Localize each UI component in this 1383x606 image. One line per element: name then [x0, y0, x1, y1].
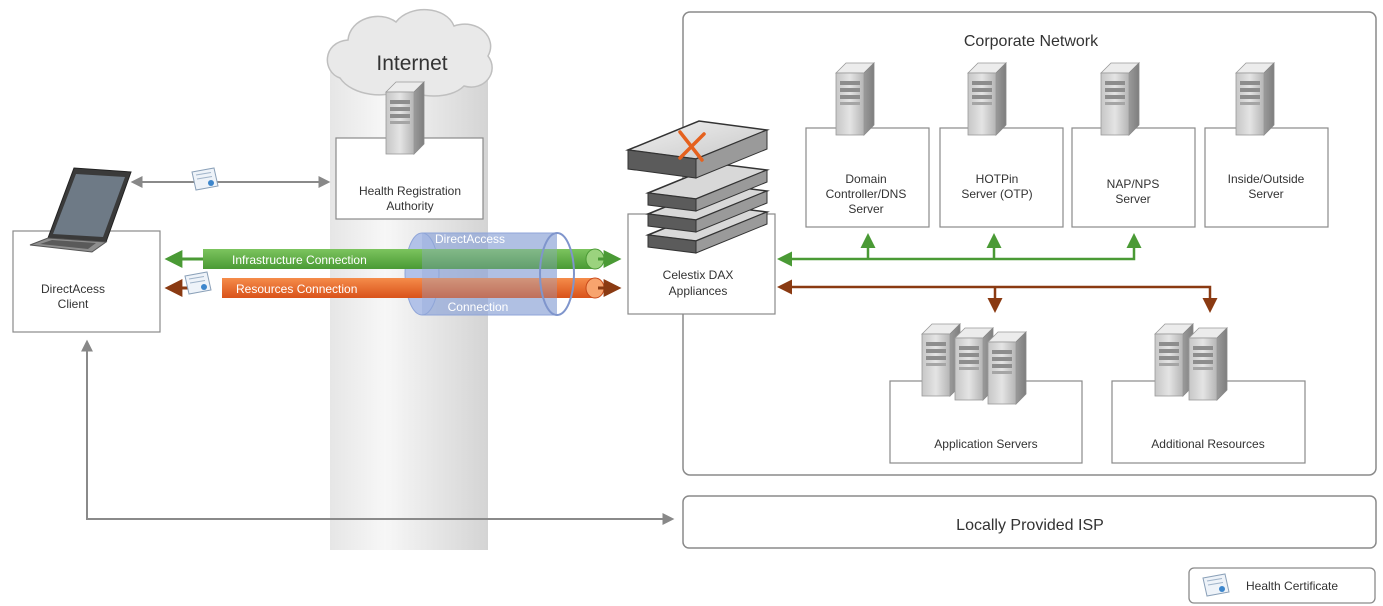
hotpin-label-line1: HOTPin: [976, 172, 1019, 186]
inside-outside-server-icon: [1235, 62, 1275, 136]
hra-label-line2: Authority: [386, 199, 433, 213]
isp-box: [682, 495, 1377, 549]
dax-label-line2: Appliances: [669, 284, 728, 298]
hotpin-server: HOTPin Server (OTP): [939, 62, 1064, 228]
resources-connection-label: Resources Connection: [236, 282, 357, 296]
hra-server-icon: [385, 81, 425, 155]
hra-label-line1: Health Registration: [359, 184, 461, 198]
additional-resources-label: Additional Resources: [1151, 437, 1264, 451]
additional-resource-icon-2: [1188, 327, 1228, 401]
infrastructure-connection-label: Infrastructure Connection: [232, 253, 367, 267]
nap-nps-server: NAP/NPS Server: [1071, 62, 1196, 228]
laptop-icon: [29, 167, 132, 253]
dc-label-line1: Domain: [845, 172, 886, 186]
hotpin-server-icon: [967, 62, 1007, 136]
corporate-network-title: Corporate Network: [964, 33, 1099, 50]
nap-nps-server-icon: [1100, 62, 1140, 136]
hotpin-label-line2: Server (OTP): [961, 187, 1032, 201]
internet-label: Internet: [376, 52, 447, 75]
nap-label-line1: NAP/NPS: [1107, 177, 1160, 191]
application-servers-label: Application Servers: [934, 437, 1037, 451]
application-servers-group: Application Servers: [889, 323, 1083, 464]
io-label-line1: Inside/Outside: [1228, 172, 1305, 186]
brown-resources-bus: [777, 279, 1218, 313]
certificate-icon-resources: [184, 271, 212, 295]
green-infrastructure-bus: [777, 233, 1142, 267]
dax-appliance-stack-icon: [625, 120, 770, 254]
io-label-line2: Server: [1248, 187, 1283, 201]
inside-outside-server: Inside/Outside Server: [1204, 62, 1329, 228]
application-server-icon-3: [987, 331, 1027, 405]
additional-resources-group: Additional Resources: [1111, 323, 1306, 464]
dc-label-line3: Server: [848, 202, 883, 216]
domain-controller-server: Domain Controller/DNS Server: [805, 62, 930, 228]
legend-certificate-icon: [1202, 573, 1230, 597]
additional-resource-icon-1: [1154, 323, 1194, 397]
isp-label: Locally Provided ISP: [956, 517, 1104, 534]
nap-label-line2: Server: [1115, 192, 1150, 206]
dax-label-line1: Celestix DAX: [663, 268, 734, 282]
directaccess-tunnel-front: DirectAccess Connection: [422, 232, 575, 316]
tunnel-label-bottom: Connection: [448, 300, 509, 314]
client-isp-arrow: [81, 339, 675, 525]
dc-label-line2: Controller/DNS: [826, 187, 907, 201]
infrastructure-connection-pipe: Infrastructure Connection: [164, 248, 622, 270]
resources-connection-pipe: Resources Connection: [164, 271, 622, 299]
legend: Health Certificate: [1188, 567, 1376, 604]
certificate-icon: [191, 167, 219, 191]
client-label-line2: Client: [58, 297, 89, 311]
domain-controller-server-icon: [835, 62, 875, 136]
client-label-line1: DirectAcess: [41, 282, 105, 296]
application-server-icon-1: [921, 323, 961, 397]
legend-label: Health Certificate: [1246, 579, 1338, 593]
application-server-icon-2: [954, 327, 994, 401]
tunnel-label-top: DirectAccess: [435, 232, 505, 246]
